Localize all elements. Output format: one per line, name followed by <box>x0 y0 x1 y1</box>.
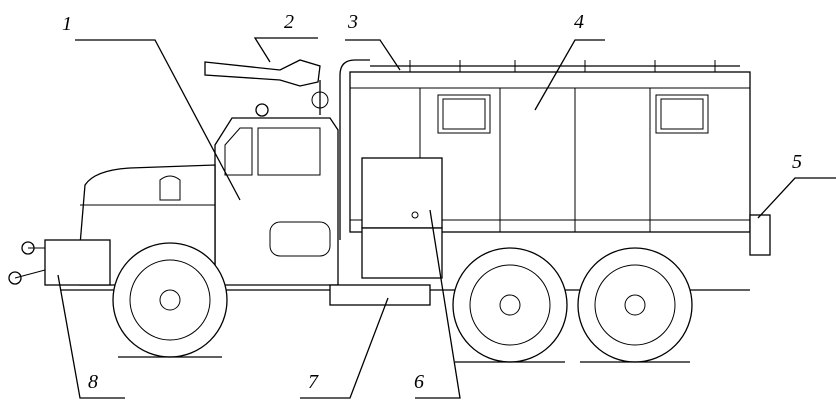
front-wheel <box>112 242 228 358</box>
svg-text:3: 3 <box>347 11 358 33</box>
svg-text:8: 8 <box>88 371 98 393</box>
svg-text:5: 5 <box>792 151 802 173</box>
water-monitor <box>204 59 329 115</box>
side-compartment <box>361 157 443 279</box>
callout-6: 6 <box>414 209 461 399</box>
callout-8: 8 <box>57 274 125 399</box>
svg-text:7: 7 <box>308 371 319 393</box>
callout-1: 1 <box>62 13 241 201</box>
pump-unit <box>329 284 431 306</box>
callout-3: 3 <box>345 11 401 71</box>
svg-text:6: 6 <box>414 371 424 393</box>
callout-7: 7 <box>300 297 389 399</box>
rear-wheel-2 <box>577 247 693 363</box>
front-winch <box>8 239 111 286</box>
rear-coupling <box>749 214 771 256</box>
svg-text:2: 2 <box>284 11 294 33</box>
callout-2: 2 <box>253 11 318 63</box>
rear-wheel-1 <box>452 247 568 363</box>
callout-5: 5 <box>757 151 836 219</box>
svg-text:1: 1 <box>62 13 72 35</box>
cab <box>214 103 339 286</box>
callout-4: 4 <box>534 11 605 111</box>
svg-text:4: 4 <box>574 11 584 33</box>
